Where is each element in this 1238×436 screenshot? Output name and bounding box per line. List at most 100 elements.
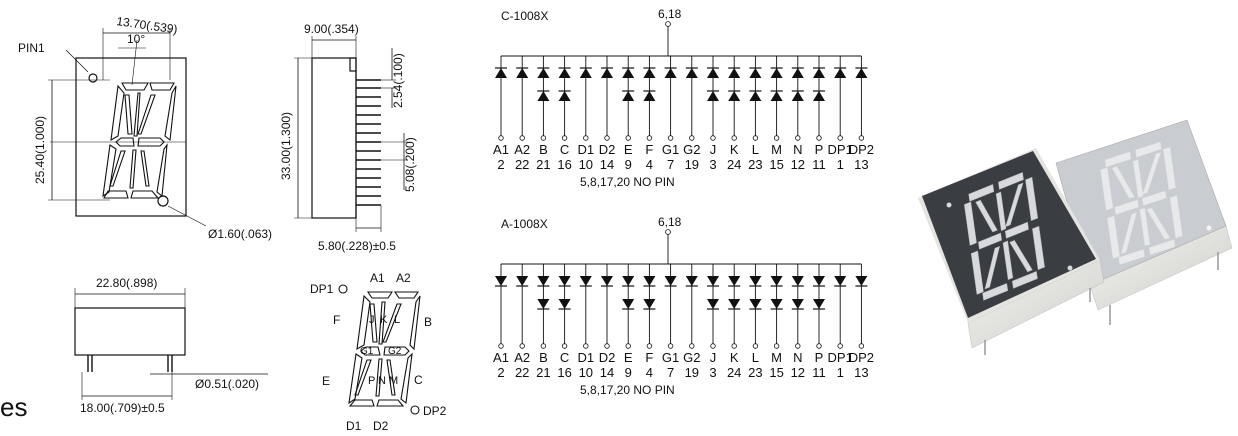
segment-label: N <box>793 350 802 365</box>
side-leads <box>356 79 381 206</box>
common_cathode-channel-f: F4 <box>643 56 656 172</box>
pin-number: 21 <box>536 365 550 380</box>
segment-label: F <box>645 142 653 157</box>
segment-map-labels: DP1 A1 A2 F J K L B G1 G2 E P N M C D1 D… <box>310 271 447 433</box>
segment-label: F <box>645 350 653 365</box>
seg-label-f: F <box>333 313 340 327</box>
segment-map-drawing <box>338 284 421 415</box>
common_anode-channel-l: L23 <box>748 264 763 380</box>
led-diode <box>537 299 550 309</box>
side-view-labels: 9.00(.354) 33.00(1.300) 2.54(.100) 5.08(… <box>279 22 417 253</box>
lead-diameter-dimension: Ø0.51(.020) <box>195 377 259 391</box>
led-diode <box>855 68 868 78</box>
pin-number: 14 <box>600 157 614 172</box>
led-diode <box>749 276 762 286</box>
seg-label-d1: D1 <box>346 419 362 433</box>
row-spacing-dimension: 5.08(.200) <box>403 137 417 192</box>
seg-label-m: M <box>389 375 398 387</box>
pin-number: 7 <box>667 365 674 380</box>
pin-number: 11 <box>812 157 826 172</box>
led-diode <box>643 276 656 286</box>
segment-label: A1 <box>493 350 509 365</box>
led-diode <box>537 68 550 78</box>
segment-label: M <box>771 142 782 157</box>
side-body-outline <box>311 57 357 219</box>
lead-span-dimension: 18.00(.709)±0.5 <box>80 401 165 415</box>
led-diode <box>855 276 868 286</box>
seg-label-a1: A1 <box>370 271 385 285</box>
segment-label: J <box>710 350 717 365</box>
led-diode <box>749 68 762 78</box>
common_cathode-channel-g1: G17 <box>662 56 679 172</box>
segment-label: D1 <box>577 350 594 365</box>
segment-label: D2 <box>599 350 616 365</box>
seg-label-p: P <box>368 375 375 387</box>
seg-label-k: K <box>380 314 388 326</box>
pin-number: 14 <box>600 365 614 380</box>
led-diode <box>791 68 804 78</box>
segment-label: DP2 <box>849 142 874 157</box>
led-diode <box>834 68 847 78</box>
segment-label: G1 <box>662 142 679 157</box>
led-diode <box>622 91 635 101</box>
led-diode <box>707 276 719 286</box>
pin-number: 1 <box>837 365 844 380</box>
led-diode <box>643 91 656 101</box>
pin-number: 24 <box>727 365 741 380</box>
side-height-dimension: 33.00(1.300) <box>279 112 293 180</box>
segment-label: J <box>710 142 717 157</box>
led-diode <box>728 299 741 309</box>
segment-label: A1 <box>493 142 509 157</box>
front-body-outline <box>75 57 187 217</box>
led-diode <box>791 276 804 286</box>
segment-label: C <box>560 350 569 365</box>
led-diode <box>516 68 529 78</box>
led-diode <box>579 276 592 286</box>
pin-number: 10 <box>579 157 593 172</box>
led-diode <box>770 299 783 309</box>
slant-angle-dimension: 10° <box>127 32 145 46</box>
led-diode <box>537 91 550 101</box>
common_cathode-channel-n: N12 <box>791 56 805 172</box>
led-diode <box>834 276 847 286</box>
pin-number: 23 <box>748 157 762 172</box>
common_cathode-channel-c: C16 <box>557 56 572 172</box>
common_cathode-channel-m: M15 <box>769 56 784 172</box>
led-diode <box>813 276 825 286</box>
led-diode <box>728 91 741 101</box>
led-diode <box>516 276 529 286</box>
led-diode <box>707 299 719 309</box>
bottom-body-outline <box>74 307 186 356</box>
led-diode <box>664 68 677 78</box>
common_anode-channel-m: M15 <box>769 264 784 380</box>
side-depth-dimension: 9.00(.354) <box>304 22 359 36</box>
led-diode <box>537 276 550 286</box>
common_cathode-title: C-1008X <box>501 9 548 23</box>
bottom-view-labels: 22.80(.898) Ø0.51(.020) 18.00(.709)±0.5 <box>80 276 259 415</box>
seg-label-e: E <box>322 374 330 388</box>
pin-number: 2 <box>497 365 504 380</box>
led-diode <box>664 276 677 286</box>
led-diode <box>622 276 635 286</box>
common_anode-channel-k: K24 <box>727 264 741 380</box>
segment-label: P <box>815 350 824 365</box>
common_anode-channel-g1: G17 <box>662 264 679 380</box>
led-diode <box>601 276 613 286</box>
pin1-label: PIN1 <box>18 41 45 55</box>
segment-label: B <box>539 142 548 157</box>
common_cathode-no-pin-note: 5,8,17,20 NO PIN <box>580 175 675 189</box>
pin-number: 16 <box>557 157 571 172</box>
front-glyph <box>102 82 177 199</box>
segment-label: M <box>771 350 782 365</box>
led-diode <box>707 91 719 101</box>
led-diode <box>622 299 635 309</box>
common_anode-channel-f: F4 <box>643 264 656 380</box>
seg-label-l: L <box>394 314 400 326</box>
